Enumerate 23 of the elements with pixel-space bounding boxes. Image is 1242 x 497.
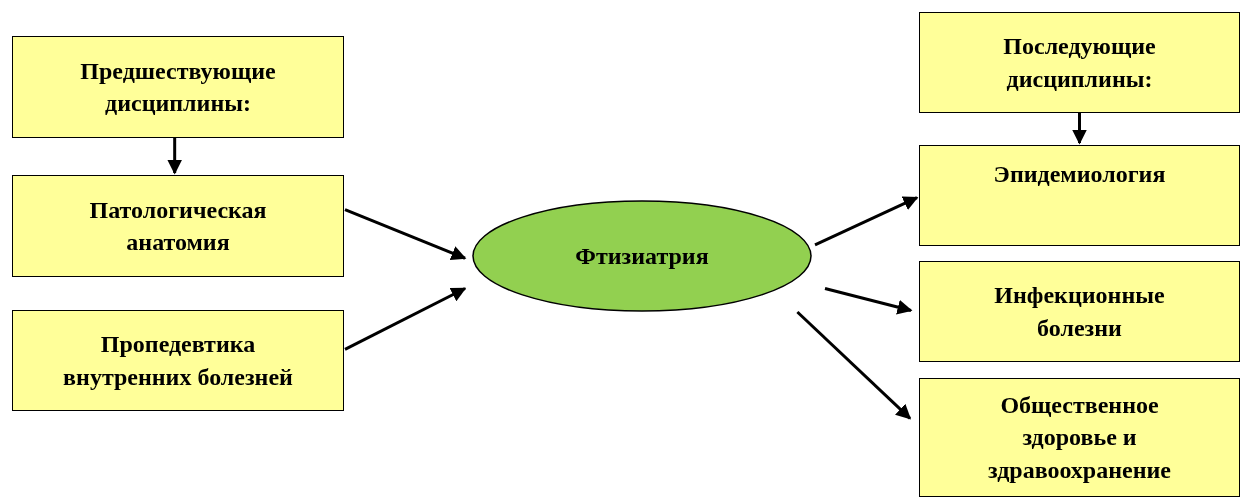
process-box [12,175,344,277]
process-box [919,145,1240,246]
node-label: Инфекционные болезни [993,281,1166,343]
arrow [824,287,913,315]
process-box [919,261,1240,362]
process-box [12,36,344,138]
arrow [796,310,912,420]
node-label: Предшествующие дисциплины: [79,56,277,118]
process-ellipse [472,200,812,312]
node-label: Фтизиатрия [575,241,709,271]
process-box [12,310,344,411]
arrow [1072,113,1087,145]
arrow [814,196,919,247]
process-box [919,12,1240,113]
node-label: Пропедевтика внутренних болезней [62,330,294,392]
node-label: Патологическая анатомия [88,195,268,257]
arrow [167,138,183,175]
node-label: Общественное здоровье и здравоохранение [986,390,1172,485]
arrow [344,287,467,351]
node-label: Последующие дисциплины: [1002,32,1157,94]
process-box [919,378,1240,497]
arrow [344,208,467,261]
node-label: Эпидемиология [993,160,1166,189]
